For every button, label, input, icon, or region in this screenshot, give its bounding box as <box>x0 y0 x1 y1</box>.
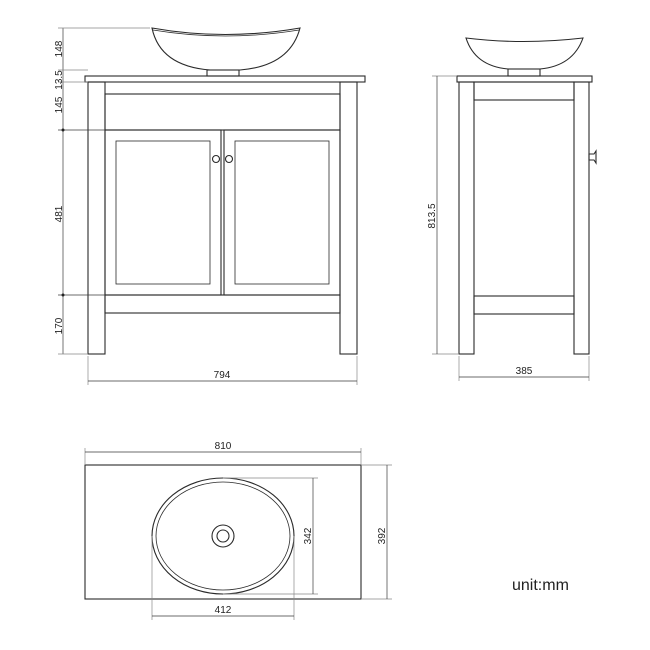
dim-basin-height: 148 <box>54 40 65 57</box>
front-door-right-panel <box>234 140 330 285</box>
knob-right-icon <box>224 154 234 164</box>
side-view: 813.5 385 <box>427 37 597 381</box>
front-bottom-rail <box>104 294 341 314</box>
front-door-left <box>104 129 222 296</box>
front-door-right <box>223 129 341 296</box>
dim-front-width: 794 <box>214 370 231 381</box>
side-knob-icon <box>588 149 597 165</box>
top-view: 810 392 342 412 <box>84 441 392 620</box>
side-leg-left <box>458 81 475 355</box>
knob-left-icon <box>211 154 221 164</box>
front-leg-left <box>87 81 106 355</box>
dim-side-depth: 385 <box>516 366 533 377</box>
front-basin-waste <box>206 69 240 77</box>
dim-top-width: 810 <box>215 441 232 452</box>
drain-inner-icon <box>216 529 230 543</box>
front-basin <box>151 27 301 71</box>
unit-label: unit:mm <box>512 577 569 594</box>
top-basin-outer <box>151 477 295 595</box>
dim-basin-depth: 342 <box>303 527 314 544</box>
dim-basin-width: 412 <box>215 605 232 616</box>
side-leg-right <box>573 81 590 355</box>
front-door-left-panel <box>115 140 211 285</box>
front-countertop <box>84 75 366 83</box>
top-basin-inner <box>155 481 291 591</box>
drain-outer-icon <box>211 524 235 548</box>
dim-rail-height: 145 <box>54 96 65 113</box>
front-view: 148 13.5 145 481 170 794 <box>54 27 366 385</box>
dim-door-height: 481 <box>54 205 65 222</box>
top-countertop <box>84 464 362 600</box>
side-basin <box>465 37 584 70</box>
side-basin-waste <box>507 68 541 77</box>
side-bottom-rail <box>473 295 575 315</box>
side-top-rail <box>473 81 575 101</box>
front-top-rail <box>104 93 341 131</box>
dim-top-depth: 392 <box>377 527 388 544</box>
side-countertop <box>456 75 593 83</box>
front-leg-right <box>339 81 358 355</box>
dim-side-height: 813.5 <box>427 203 438 228</box>
front-basin-rim <box>152 29 300 37</box>
dim-leg-height: 170 <box>54 317 65 334</box>
dim-top-thickness: 13.5 <box>54 70 65 90</box>
